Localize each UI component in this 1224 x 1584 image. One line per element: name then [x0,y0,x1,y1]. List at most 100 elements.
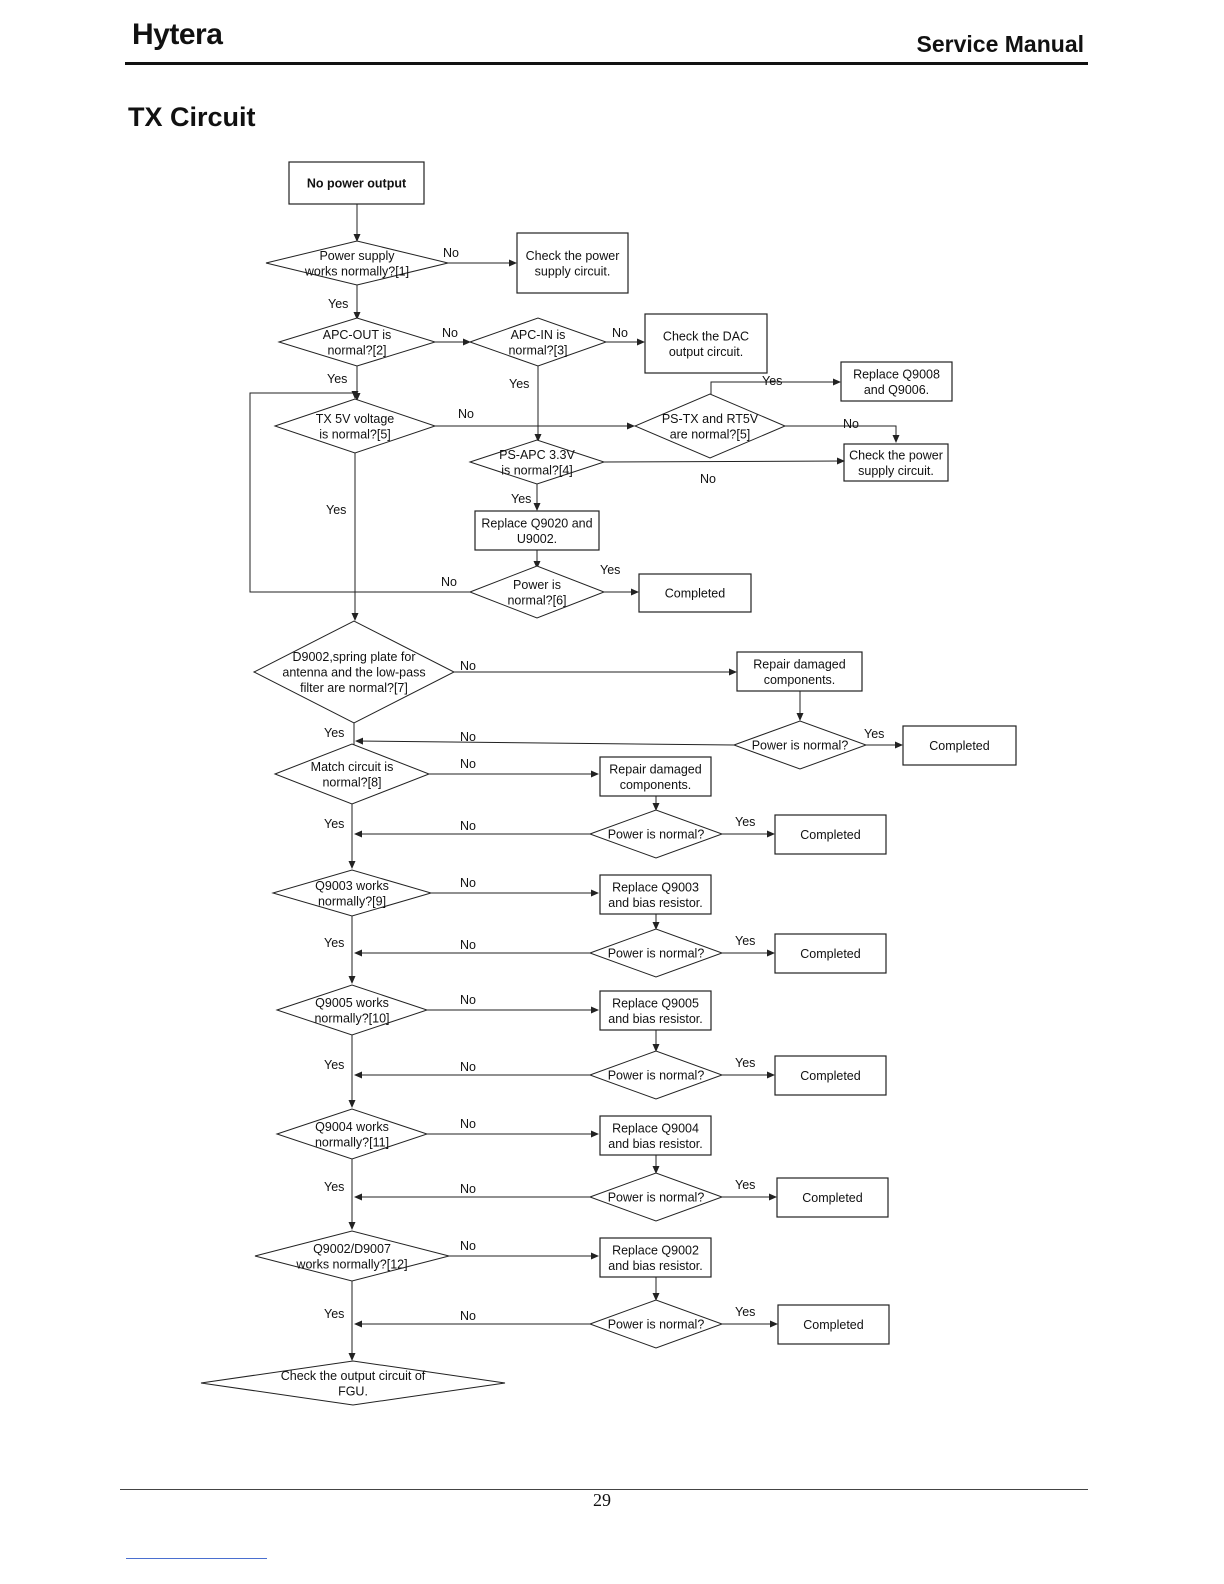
completed-1-text: Completed [665,587,725,601]
check-power-supply-2-text: Check the power [849,448,943,462]
label-yes: Yes [324,1180,344,1194]
replace-q9005-text: Replace Q9005 [612,996,699,1010]
decision-q9004 [275,1108,429,1160]
end-check-fgu-text: Check the output circuit of [281,1369,426,1383]
replace-q9004 [599,1115,712,1156]
replace-q9005 [599,990,712,1031]
label-yes: Yes [327,372,347,386]
label-yes: Yes [326,503,346,517]
label-no: No [441,575,457,589]
label-no: No [460,1239,476,1253]
replace-q9008-text: and Q9006. [864,383,929,397]
decision-match-text: Match circuit is [311,760,394,774]
check-dac-output [644,313,768,374]
footnote-link-rule [126,1558,267,1559]
label-no: No [460,757,476,771]
decision-power-6-text: normal?[6] [507,593,566,607]
decision-ps-tx-text: PS-TX and RT5V [662,412,759,426]
decision-apc-in-text: APC-IN is [511,328,566,342]
repair-damaged-2-text: Repair damaged [609,762,701,776]
label-no: No [458,407,474,421]
label-no: No [460,1309,476,1323]
label-no: No [612,326,628,340]
completed-1 [638,573,752,613]
decision-power-6-text: Power is [513,578,561,592]
completed-q9002 [777,1304,890,1345]
repair-damaged-1-text: components. [764,673,836,687]
decision-ps-apc [468,439,606,485]
label-no: No [460,659,476,673]
label-no: No [843,417,859,431]
decision-power-supply-text: works normally?[1] [304,264,409,278]
decision-power-supply-text: Power supply [319,249,395,263]
decision-q9005-text: Q9005 works [315,996,389,1010]
label-no: No [442,326,458,340]
decision-q9005-text: normally?[10] [314,1011,389,1025]
header-rule [125,62,1088,65]
decision-tx5v-text: is normal?[5] [319,427,391,441]
label-no: No [460,876,476,890]
replace-q9020-text: Replace Q9020 and [481,516,592,530]
connector [355,737,735,746]
repair-damaged-2-text: components. [620,778,692,792]
repair-damaged-1 [736,651,863,692]
replace-q9003-text: and bias resistor. [608,896,703,910]
decision-ps-apc-text: PS-APC 3.3V [499,448,575,462]
decision-q9002-text: works normally?[12] [295,1257,407,1271]
label-yes: Yes [324,936,344,950]
decision-power-q9004-text: Power is normal? [608,1191,705,1205]
decision-ps-tx [633,393,787,459]
label-yes: Yes [600,563,620,577]
check-power-supply-1-text: Check the power [526,249,620,263]
page-number: 29 [593,1490,611,1510]
label-yes: Yes [735,1178,755,1192]
check-dac-output-text: Check the DAC [663,329,749,343]
footer-rule [120,1489,1088,1490]
decision-apc-in [468,317,608,367]
label-yes: Yes [328,297,348,311]
replace-q9002-text: Replace Q9002 [612,1243,699,1257]
decision-apc-out-text: APC-OUT is [323,328,392,342]
label-no: No [460,938,476,952]
label-no: No [460,1060,476,1074]
label-no: No [460,730,476,744]
check-power-supply-1 [516,232,629,294]
completed-match-text: Completed [800,828,860,842]
check-dac-output-text: output circuit. [669,345,743,359]
replace-q9008-text: Replace Q9008 [853,367,940,381]
replace-q9004-text: Replace Q9004 [612,1121,699,1135]
label-no: No [460,993,476,1007]
completed-2-text: Completed [929,739,989,753]
decision-apc-out-text: normal?[2] [327,343,386,357]
document-type: Service Manual [916,31,1084,57]
decision-q9005 [275,984,429,1036]
decision-match-text: normal?[8] [322,775,381,789]
decision-ps-tx-text: are normal?[5] [670,427,751,441]
decision-d9002-text: filter are normal?[7] [300,681,408,695]
decision-power-q9002-text: Power is normal? [608,1318,705,1332]
decision-ps-apc-text: is normal?[4] [501,463,573,477]
label-yes: Yes [864,727,884,741]
decision-tx5v-text: TX 5V voltage [316,412,395,426]
check-power-supply-1-text: supply circuit. [535,264,611,278]
completed-q9003-text: Completed [800,947,860,961]
connector [785,425,900,443]
start-no-power-output-text: No power output [307,177,407,191]
completed-q9004-text: Completed [802,1191,862,1205]
decision-power-supply [265,240,449,286]
decision-q9002 [254,1230,450,1282]
label-no: No [700,472,716,486]
decision-power-match-text: Power is normal? [608,828,705,842]
replace-q9002 [599,1237,712,1278]
label-yes: Yes [735,1305,755,1319]
replace-q9020-text: U9002. [517,532,557,546]
decision-apc-in-text: normal?[3] [508,343,567,357]
label-yes: Yes [762,374,782,388]
label-yes: Yes [324,1307,344,1321]
check-power-supply-2 [843,443,949,482]
repair-damaged-1-text: Repair damaged [753,657,845,671]
completed-q9004 [776,1177,889,1218]
label-no: No [460,1117,476,1131]
section-title: TX Circuit [128,102,256,132]
